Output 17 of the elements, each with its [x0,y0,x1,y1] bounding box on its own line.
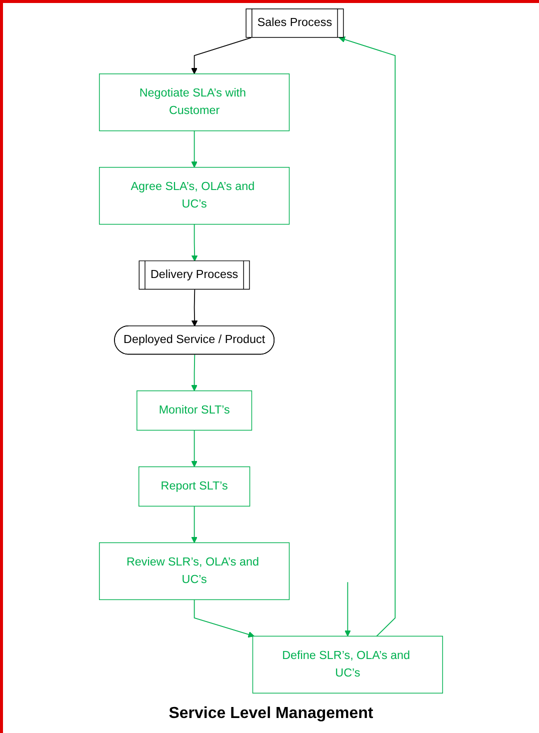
arrow [344,582,351,636]
arrow [191,430,198,468]
arrow [191,37,252,74]
arrow [191,130,198,168]
diagram-caption: Service Level Management [168,704,374,724]
node-box: Review SLR’s, OLA’s and UC’s [99,542,290,600]
arrow [194,599,255,638]
node-box: Negotiate SLA’s with Customer [99,73,290,132]
node-box: Report SLT’s [138,466,250,507]
arrow [338,36,396,637]
node-box: Define SLR’s, OLA’s and UC’s [252,636,443,694]
arrow [191,224,198,262]
arrow [191,354,198,392]
arrow [191,289,198,326]
arrow [191,506,198,543]
node-box: Monitor SLT’s [136,390,252,431]
node-box: Agree SLA’s, OLA’s and UC’s [99,166,290,225]
